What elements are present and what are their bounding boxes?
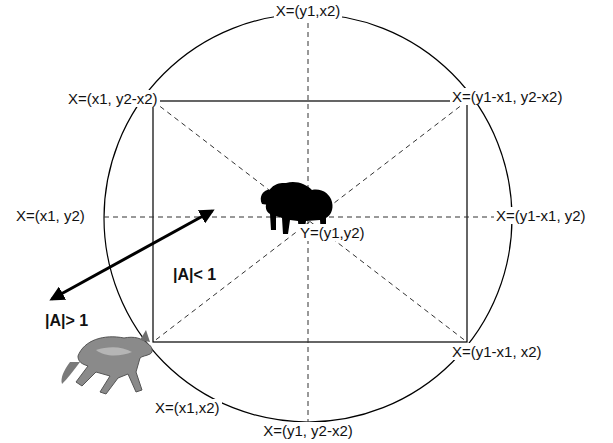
dashed-guides — [104, 14, 512, 422]
position-label: X=(y1-x1, y2-x2) — [450, 88, 564, 105]
position-label: X=(y1,x2) — [274, 2, 343, 19]
position-label: X=(y1, y2-x2) — [261, 422, 355, 439]
wolf-icon — [61, 330, 152, 394]
coefficient-label: |A|> 1 — [43, 312, 90, 329]
boundary-circle — [104, 14, 512, 422]
inner-rectangle — [153, 101, 467, 342]
position-label: X=(x1,x2) — [153, 399, 222, 416]
position-label: X=(x1, y2) — [14, 207, 87, 224]
position-label: Y=(y1,y2) — [298, 224, 367, 241]
position-label: X=(x1, y2-x2) — [66, 90, 160, 107]
double-arrow — [52, 211, 212, 299]
position-label: X=(y1-x1, y2) — [494, 207, 588, 224]
coefficient-label: |A|< 1 — [171, 266, 218, 283]
position-label: X=(y1-x1, x2) — [450, 343, 544, 360]
